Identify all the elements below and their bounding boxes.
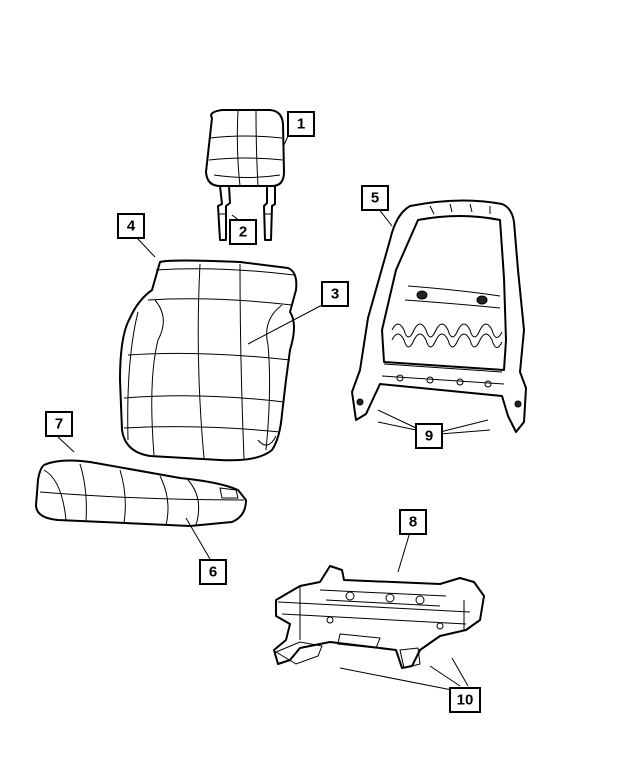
- headrest-illustration[interactable]: [205, 109, 285, 187]
- seat-back-frame-illustration[interactable]: [351, 199, 527, 433]
- callout-label-8: 8: [409, 514, 417, 531]
- callout-8[interactable]: 8: [399, 509, 427, 535]
- callout-label-5: 5: [371, 190, 379, 207]
- callout-2[interactable]: 2: [229, 219, 257, 245]
- seat-track-illustration[interactable]: [273, 565, 485, 669]
- callout-10[interactable]: 10: [449, 687, 481, 713]
- callout-7[interactable]: 7: [45, 411, 73, 437]
- callout-label-3: 3: [331, 286, 339, 303]
- callout-4[interactable]: 4: [117, 213, 145, 239]
- headrest-posts-illustration[interactable]: [217, 185, 276, 241]
- callout-label-9: 9: [425, 428, 433, 445]
- leader-lines: [57, 133, 491, 691]
- callout-label-6: 6: [209, 564, 217, 581]
- callout-label-1: 1: [297, 116, 305, 133]
- seat-back-illustration[interactable]: [119, 259, 298, 462]
- callout-9[interactable]: 9: [415, 423, 443, 449]
- callout-label-10: 10: [457, 692, 474, 709]
- callout-label-2: 2: [239, 224, 247, 241]
- callout-1[interactable]: 1: [287, 111, 315, 137]
- seat-cushion-illustration[interactable]: [35, 459, 247, 527]
- callout-5[interactable]: 5: [361, 185, 389, 211]
- callout-6[interactable]: 6: [199, 559, 227, 585]
- callout-label-7: 7: [55, 416, 63, 433]
- callout-3[interactable]: 3: [321, 281, 349, 307]
- callout-label-4: 4: [127, 218, 136, 235]
